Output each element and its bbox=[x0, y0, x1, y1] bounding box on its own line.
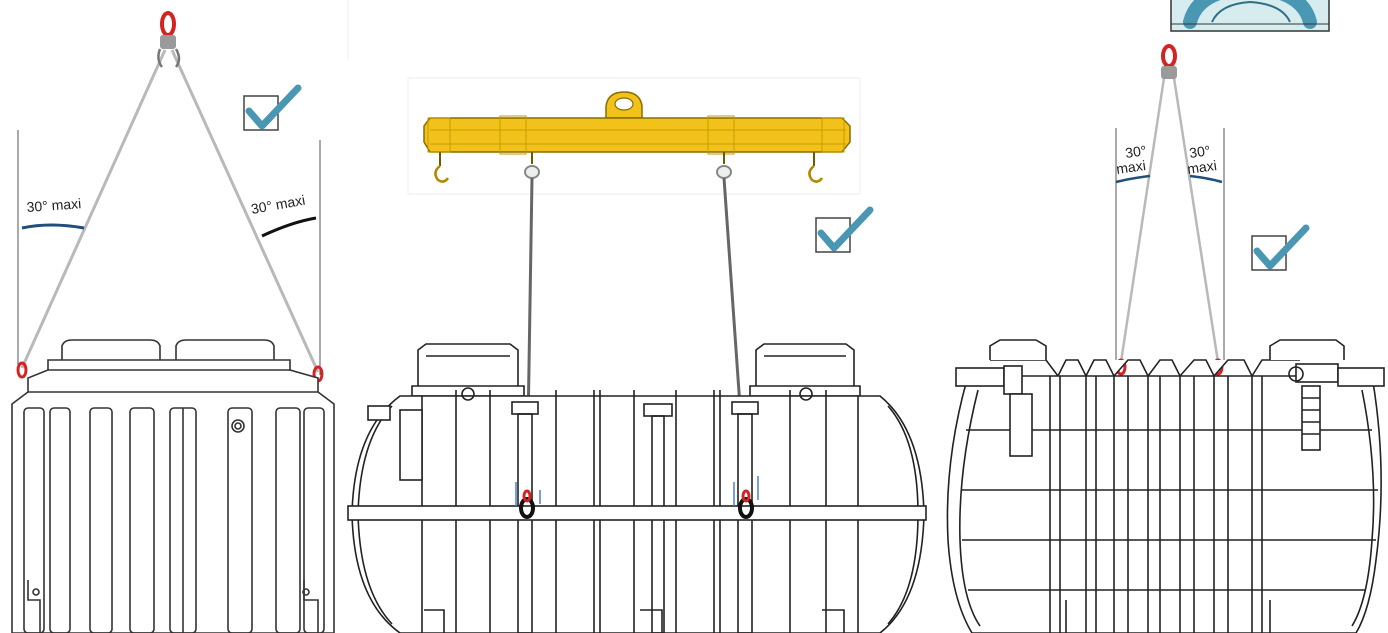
panel-left-two-sling-lift: 30° maxi 30° maxi bbox=[11, 11, 335, 633]
master-link-shackle-icon bbox=[157, 11, 181, 68]
sling-left bbox=[20, 49, 167, 369]
angle-label-left-line2: maxi bbox=[1115, 157, 1147, 177]
checkmark-icon bbox=[815, 206, 874, 253]
sling-left bbox=[1119, 77, 1166, 363]
lifting-hook-icon bbox=[524, 152, 540, 179]
sling-right bbox=[1172, 77, 1220, 363]
angle-arc bbox=[1189, 174, 1223, 184]
spreader-frame bbox=[407, 77, 861, 195]
angle-label-right-line2: maxi bbox=[1186, 157, 1218, 177]
checkmark-icon bbox=[243, 84, 302, 131]
sling-right bbox=[170, 49, 320, 373]
shackle-icon bbox=[733, 476, 759, 519]
lifting-hook-icon bbox=[434, 152, 450, 183]
lifting-hook-icon bbox=[716, 152, 732, 179]
checkmark-icon bbox=[1251, 224, 1310, 271]
tank-left-end-view bbox=[11, 339, 335, 633]
lifting-hook-icon bbox=[808, 152, 824, 183]
master-link-shackle-icon bbox=[1161, 44, 1177, 79]
panel-middle-spreader-beam-lift bbox=[347, 0, 927, 633]
angle-label-right: 30° maxi bbox=[250, 192, 307, 217]
angle-label-left: 30° maxi bbox=[26, 195, 82, 215]
angle-arc bbox=[21, 223, 85, 230]
tank-middle-side-view bbox=[347, 343, 927, 633]
lifting-lug-inset-icon bbox=[1170, 0, 1330, 32]
shackle-icon bbox=[515, 482, 541, 519]
tank-right-end-view bbox=[946, 339, 1385, 633]
panel-right-two-sling-lift: 30° maxi 30° maxi bbox=[946, 0, 1385, 633]
angle-label-right-line1: 30° bbox=[1188, 142, 1211, 161]
shackle-icon bbox=[16, 361, 28, 379]
spreader-bar-icon bbox=[423, 91, 851, 155]
angle-label-left-line1: 30° bbox=[1124, 142, 1147, 161]
angle-arc bbox=[261, 216, 317, 238]
angle-arc bbox=[1115, 174, 1151, 184]
